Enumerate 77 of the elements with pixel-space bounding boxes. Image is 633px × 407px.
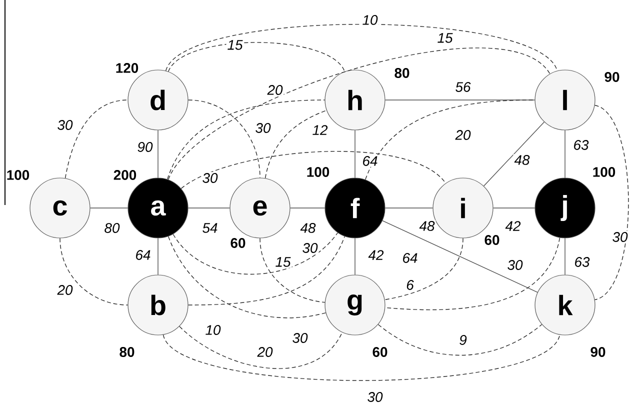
edge-label: 20: [266, 84, 284, 96]
edge-line: [564, 130, 566, 178]
edge-label: 20: [56, 284, 74, 296]
dashed-curve: [188, 100, 260, 178]
weight-label: 100: [7, 170, 30, 180]
edge-label: 48: [299, 222, 317, 234]
dashed-curve: [168, 48, 550, 180]
circle-node: f: [324, 178, 386, 238]
dashed-curve: [378, 324, 542, 356]
dashed-curve: [384, 237, 560, 310]
dashed-curve: [384, 238, 464, 300]
dashed-curve: [168, 42, 345, 72]
edge-label: 54: [201, 222, 219, 234]
edge-label: 63: [573, 256, 591, 268]
edge-label: 42: [504, 220, 522, 232]
edge-label: 6: [405, 279, 415, 291]
edge-label: 30: [301, 242, 319, 254]
edge-label: 48: [418, 220, 436, 232]
dashed-curve: [188, 236, 345, 306]
edge-line: [354, 130, 356, 178]
edge-label: 64: [134, 249, 152, 261]
dashed-curve: [179, 326, 343, 369]
weight-label: 80: [394, 68, 410, 78]
dashed-curve: [264, 110, 327, 178]
dashed-curve: [64, 100, 128, 178]
weight-label: 100: [593, 167, 616, 177]
edge-label: 30: [56, 119, 74, 131]
weight-label: 60: [372, 347, 388, 357]
dashed-curve: [594, 104, 629, 300]
dashed-curve: [162, 334, 560, 381]
dashed-curve: [167, 100, 326, 180]
edge-label: 56: [454, 81, 472, 93]
edge-label: 90: [136, 141, 154, 153]
dashed-curve: [60, 238, 128, 306]
edge-label: 9: [458, 334, 468, 346]
dashed-curve: [172, 232, 338, 275]
weight-label: 200: [114, 170, 136, 180]
circle-node: l: [534, 70, 596, 130]
dashed-curve: [365, 100, 536, 180]
circle-node: g: [324, 274, 386, 336]
edge-label: 20: [256, 346, 274, 358]
circle-node: c: [30, 178, 90, 238]
edge-line: [354, 238, 356, 276]
circle-node: j: [534, 178, 596, 238]
dashed-curve: [166, 24, 558, 72]
edge-label: 64: [401, 252, 419, 264]
edge-label: 15: [274, 256, 292, 268]
edge-label: 80: [103, 222, 121, 234]
circle-node: e: [230, 178, 290, 238]
circle-node: k: [534, 274, 596, 336]
edge-label: 10: [204, 324, 222, 336]
edge-label: 30: [291, 332, 309, 344]
edge-line: [483, 122, 545, 186]
edge-label: 64: [361, 155, 379, 167]
edge-label: 10: [361, 14, 379, 26]
edge-label: 15: [226, 39, 244, 51]
edge-label: 48: [513, 154, 531, 166]
weight-label: 90: [604, 72, 620, 82]
weight-label: 60: [230, 238, 246, 248]
circle-node: b: [128, 274, 188, 336]
edge-line: [382, 220, 538, 293]
edge-label: 63: [572, 139, 590, 151]
edge-label: 30: [366, 391, 384, 403]
edge-label: 30: [201, 172, 219, 184]
dashed-curve: [260, 238, 326, 303]
edge-label: 30: [254, 122, 272, 134]
edge-label: 30: [611, 231, 629, 243]
edge-label: 15: [436, 32, 454, 44]
edge-line: [564, 238, 566, 276]
weight-label: 100: [307, 167, 330, 177]
weight-label: 80: [120, 347, 134, 357]
edge-label: 20: [454, 129, 472, 141]
weight-label: 90: [590, 347, 606, 357]
edge-label: 30: [506, 259, 524, 271]
dashed-curve: [180, 151, 446, 189]
dashed-curve: [168, 236, 326, 318]
edge-label: 42: [367, 249, 385, 261]
